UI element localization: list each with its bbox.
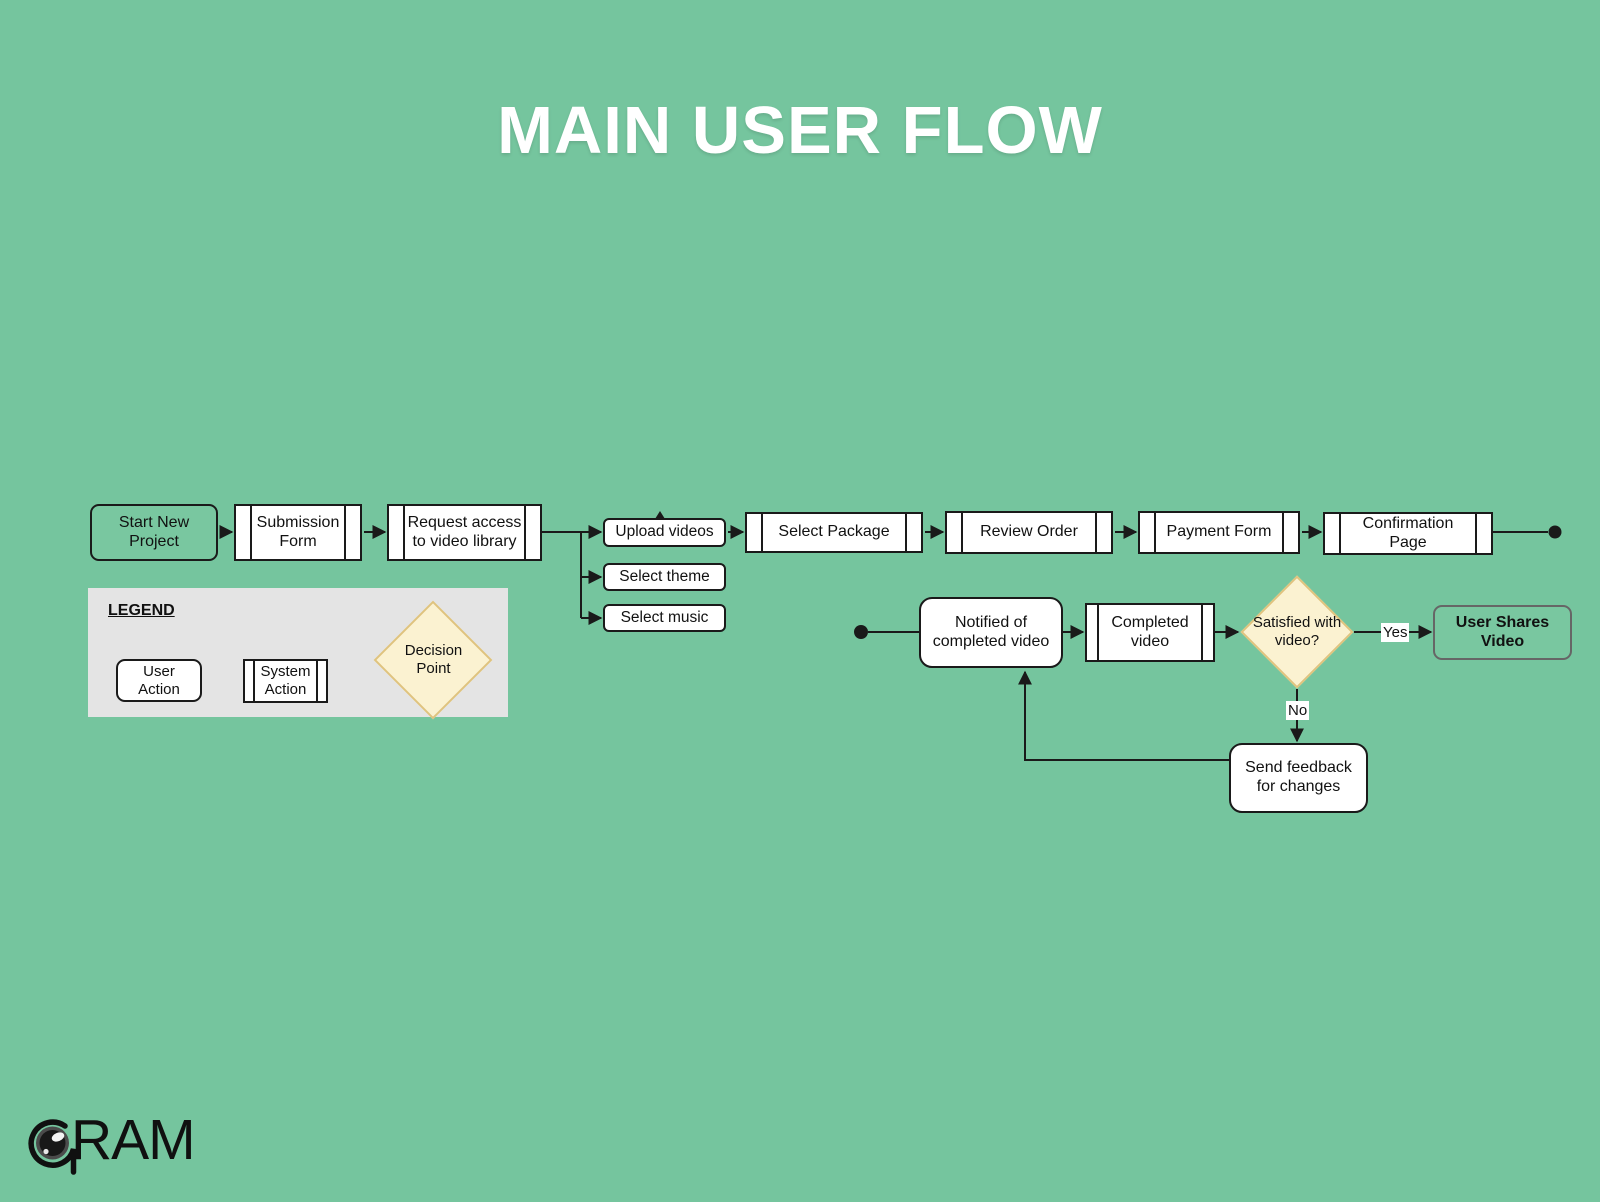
- node-request-access: Request access to video library: [387, 504, 542, 561]
- node-label: Payment Form: [1166, 523, 1272, 541]
- node-label: Notified of completed video: [932, 613, 1050, 650]
- node-label: Select music: [620, 608, 709, 626]
- node-payment-form: Payment Form: [1138, 511, 1300, 554]
- legend-user-action: User Action: [116, 659, 202, 702]
- flow-end-dot: [1548, 525, 1562, 539]
- node-label: Completed video: [1111, 613, 1189, 650]
- legend-system-action: System Action: [243, 659, 328, 703]
- legend-label: User Action: [138, 662, 180, 698]
- node-label: Send feedback for changes: [1245, 759, 1352, 795]
- node-user-shares-video: User Shares Video: [1433, 605, 1572, 660]
- legend-decision-point: Decision Point: [370, 600, 497, 720]
- node-label: Review Order: [980, 523, 1078, 541]
- node-label: Confirmation Page: [1362, 514, 1454, 551]
- upload-videos-tick-arrowhead: [655, 511, 665, 519]
- node-label: Submission Form: [256, 513, 340, 550]
- logo-text: RAM: [71, 1108, 196, 1172]
- node-upload-videos: Upload videos: [603, 518, 726, 547]
- node-label: Select theme: [619, 567, 710, 585]
- node-label: Start New Project: [118, 513, 190, 550]
- node-satisfied-decision: Satisfied with video?: [1240, 575, 1354, 689]
- flow2-start-dot: [854, 625, 868, 639]
- node-select-package: Select Package: [745, 512, 923, 553]
- node-send-feedback: Send feedback for changes: [1229, 743, 1368, 813]
- node-notified-of-completed-video: Notified of completed video: [919, 597, 1063, 668]
- node-label: Satisfied with video?: [1252, 614, 1342, 649]
- gram-logo: RAM: [25, 1098, 245, 1182]
- node-label: Request access to video library: [407, 513, 522, 550]
- page-title: MAIN USER FLOW: [497, 93, 1103, 168]
- connector-feedback-loop: [1018, 670, 1229, 761]
- node-confirmation-page: Confirmation Page: [1323, 512, 1493, 555]
- camera-lens-g-icon: [28, 1119, 77, 1175]
- node-submission-form: Submission Form: [234, 504, 362, 561]
- node-label: Select Package: [778, 523, 890, 541]
- node-select-music: Select music: [603, 604, 726, 632]
- edge-label-yes: Yes: [1381, 623, 1410, 642]
- node-completed-video: Completed video: [1085, 603, 1215, 662]
- edge-label-no: No: [1286, 701, 1310, 720]
- node-review-order: Review Order: [945, 511, 1113, 554]
- node-start-new-project: Start New Project: [90, 504, 218, 561]
- node-select-theme: Select theme: [603, 563, 726, 591]
- legend-heading: LEGEND: [108, 602, 175, 619]
- node-label: Upload videos: [615, 523, 714, 541]
- legend-label: System Action: [260, 663, 311, 698]
- legend-label: Decision Point: [404, 642, 463, 677]
- node-label: User Shares Video: [1455, 613, 1550, 650]
- legend-panel: LEGEND User Action System Action Decisio…: [88, 588, 508, 720]
